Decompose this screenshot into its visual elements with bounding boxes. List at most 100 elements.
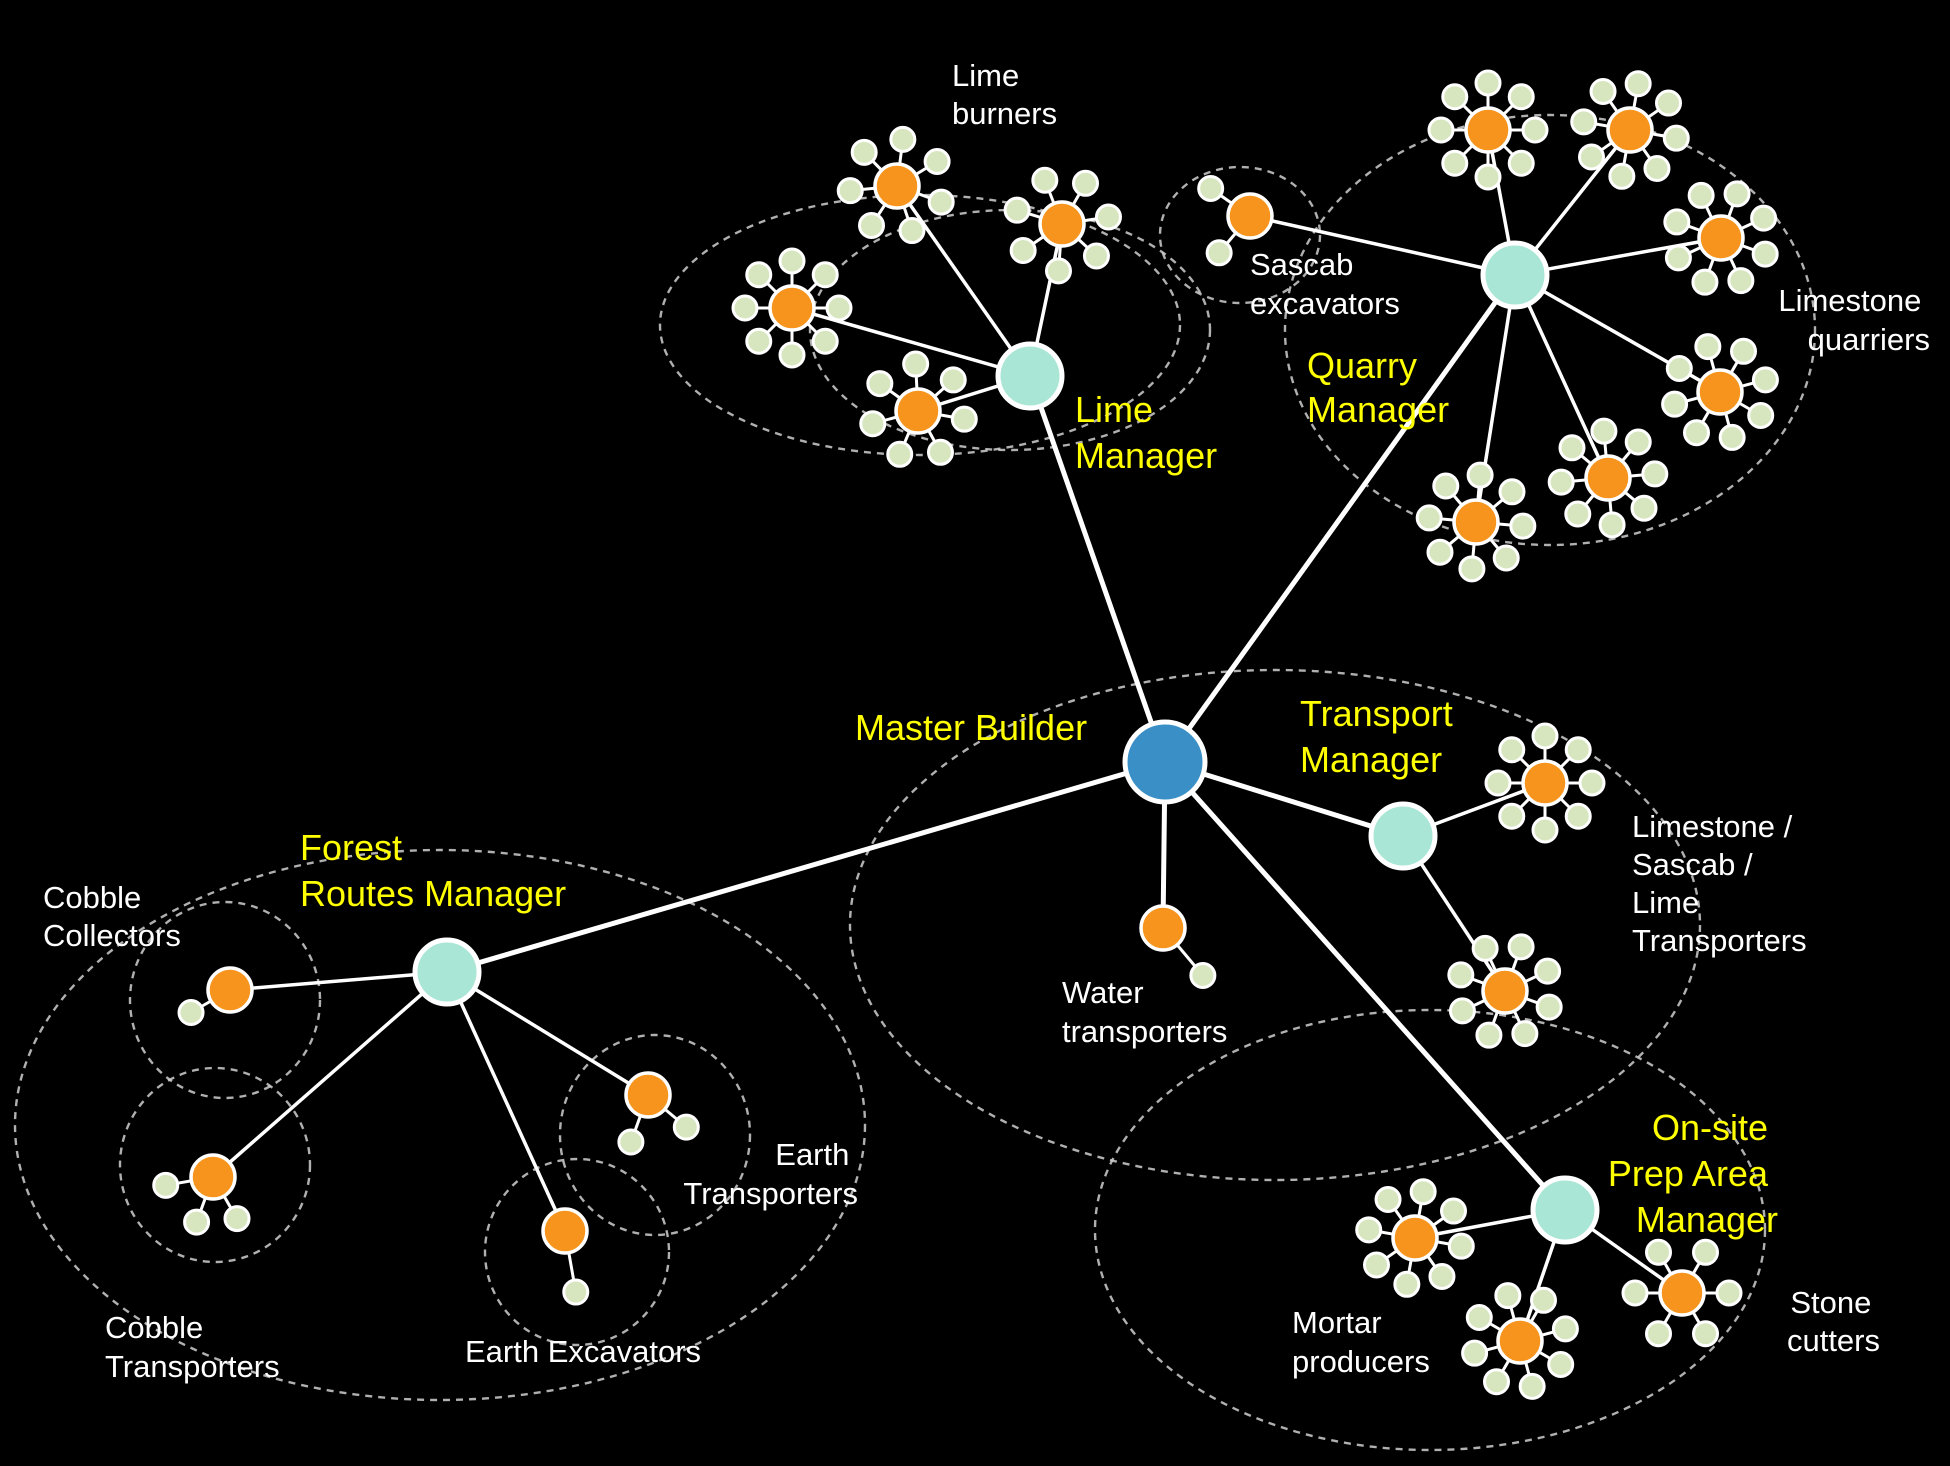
leaf-node [1374, 1185, 1402, 1213]
master-builder-label: Master Builder [855, 707, 1087, 748]
leaf-node [1521, 116, 1549, 144]
leaf-node [1547, 1351, 1575, 1378]
labels: Master Builder Lime Manager Quarry Manag… [43, 58, 1930, 1384]
leaf-node [1723, 180, 1751, 208]
spoke-quarry-sascab [1248, 214, 1517, 277]
leaf-node [1598, 511, 1626, 539]
leaf-node [1432, 472, 1460, 500]
leaf-node [1484, 769, 1512, 797]
worker-node [1606, 106, 1654, 154]
leaf-node [177, 999, 205, 1026]
forest-routes-manager-label: Forest Routes Manager [300, 827, 566, 914]
worker-node [189, 1153, 237, 1201]
leaf-node [1751, 240, 1779, 268]
leaf-node [1589, 77, 1617, 105]
worker-node [1038, 200, 1086, 248]
leaf-node [1547, 468, 1575, 496]
spoke-quarry [1513, 236, 1723, 277]
leaf-node [1570, 108, 1598, 136]
ring-prep-area [1093, 1008, 1767, 1452]
leaf-node [183, 1208, 211, 1236]
leaf-node [1415, 504, 1443, 532]
leaf-node [1534, 957, 1562, 985]
leaf-node [1426, 538, 1454, 566]
lime-manager-node [995, 341, 1065, 411]
cobble-transporters-label: Cobble Transporters [105, 1310, 280, 1384]
leaf-node [1009, 236, 1037, 264]
leaf-node [1474, 69, 1502, 97]
leaf-node [1355, 1216, 1383, 1244]
worker-node [894, 387, 942, 435]
worker-node [873, 162, 921, 210]
leaf-node [1590, 417, 1618, 445]
spoke-quarry [1513, 273, 1610, 480]
worker-node [1226, 192, 1274, 240]
leaf-node [889, 125, 917, 153]
leaf-node [223, 1205, 251, 1233]
leaf-node [1715, 1279, 1743, 1307]
leaf-node [1621, 1279, 1649, 1307]
leaf-node [1531, 816, 1559, 844]
leaf-node [1362, 1251, 1390, 1279]
leaf-node [1474, 163, 1502, 191]
leaf-node [778, 247, 806, 275]
leaf-node [902, 350, 930, 378]
leaf-node [1475, 1021, 1503, 1049]
leaf-node [1507, 933, 1535, 961]
quarry-manager-node [1480, 240, 1550, 310]
leaf-node [1564, 500, 1592, 528]
lime-manager-label: Lime Manager [1075, 389, 1217, 476]
leaf-node [1427, 116, 1455, 144]
leaf-node [1718, 423, 1746, 451]
leaf-node [1197, 174, 1225, 202]
transport-manager-node [1368, 801, 1438, 871]
leaf-node [1447, 1232, 1475, 1260]
leaf-node [1483, 1368, 1510, 1396]
ring-sascab [1158, 165, 1322, 305]
leaf-node [1655, 89, 1683, 117]
leaf-node [1608, 162, 1636, 190]
leaf-node [1471, 934, 1499, 962]
leaf-node [1694, 333, 1722, 361]
leaf-node [1687, 181, 1715, 209]
leaf-node [1665, 355, 1693, 382]
worker-node [1696, 368, 1744, 416]
spoke-forest [445, 970, 650, 1097]
leaf-node [1082, 242, 1110, 270]
leaf-node [898, 217, 926, 245]
leaf-node [1645, 1320, 1672, 1348]
leaf-node [778, 341, 806, 369]
leaf-node [1448, 997, 1476, 1025]
worker-node [1391, 1214, 1439, 1262]
leaf-node [1393, 1270, 1421, 1298]
leaf-node [1727, 267, 1755, 295]
worker-node [1584, 454, 1632, 502]
ring-transport-group [848, 668, 1702, 1182]
leaf-node [617, 1128, 645, 1156]
leaf-node [1747, 402, 1775, 429]
worker-node [768, 284, 816, 332]
worker-node [1658, 1269, 1706, 1317]
leaf-node [886, 440, 914, 468]
leaf-node [672, 1113, 700, 1141]
leaf-node [1664, 244, 1692, 272]
leaf-node [745, 261, 773, 289]
leaf-node [1458, 555, 1486, 583]
nodes [152, 69, 1779, 1400]
edge-master-quarry [1162, 272, 1518, 765]
leaf-node [1564, 736, 1592, 764]
ring-cobble-collectors [128, 900, 322, 1100]
leaf-node [836, 177, 864, 205]
ring-limestone-quarriers [1283, 113, 1817, 547]
worker-node [1452, 498, 1500, 546]
stone-cutters-label: Stone cutters [1787, 1285, 1880, 1358]
leaf-node [1751, 366, 1779, 394]
ring-cobble-transporters [118, 1066, 312, 1264]
leaf-node [1511, 1020, 1539, 1048]
leaf-node [1692, 1320, 1719, 1348]
cobble-collectors-label: Cobble Collectors [43, 880, 181, 953]
worker-node [1464, 106, 1512, 154]
edge-master-lime [1027, 373, 1168, 765]
